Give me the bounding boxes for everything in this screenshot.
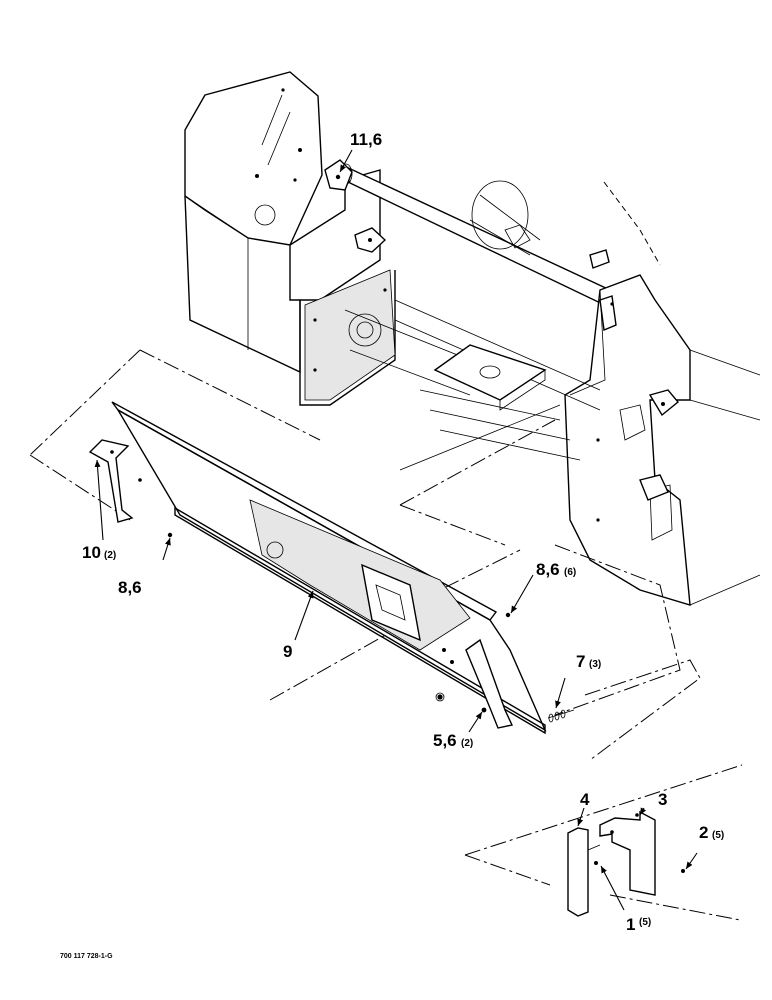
callout-qty: (6)	[564, 567, 576, 578]
machine-frame	[184, 71, 761, 606]
callout-number: 11,6	[350, 130, 382, 149]
callout-11-6: 11,6	[350, 130, 382, 149]
center-frame-block	[289, 169, 381, 301]
callout-number: 8,6	[536, 560, 560, 579]
callout-number: 8,6	[118, 578, 142, 597]
callout-8-6-left: 8,6	[118, 578, 142, 597]
right-mount-bracket	[465, 638, 514, 729]
callout-qty: (5)	[639, 917, 651, 928]
callout-number: 3	[658, 790, 667, 809]
callout-number: 2	[699, 823, 708, 842]
callout-5-6: 5,6 (2)	[433, 731, 473, 750]
lower-mount-plate	[433, 344, 547, 401]
callout-qty: (2)	[104, 550, 116, 561]
figure-reference: 700 117 728-1-G	[60, 953, 113, 960]
left-mount-bracket	[88, 439, 134, 523]
callout-8-6-right: 8,6 (6)	[536, 560, 576, 579]
callout-7: 7 (3)	[576, 652, 601, 671]
callout-9: 9	[283, 642, 292, 661]
shield-inspection-door	[361, 563, 421, 642]
shield-panel	[88, 401, 575, 735]
left-gearbox-housing	[184, 71, 323, 246]
callout-number: 9	[283, 642, 292, 661]
bracket-4	[567, 827, 589, 917]
washer-stack	[547, 709, 575, 723]
right-side-frame	[564, 274, 691, 606]
assembly-planes	[29, 349, 743, 921]
callout-3: 3	[658, 790, 667, 809]
callout-qty: (3)	[589, 659, 601, 670]
callout-10: 10 (2)	[82, 543, 116, 562]
callout-4: 4	[580, 790, 590, 809]
right-latch	[639, 474, 669, 501]
callout-number: 10	[82, 543, 101, 562]
callout-qty: (5)	[712, 830, 724, 841]
callout-number: 7	[576, 652, 585, 671]
callout-number: 5,6	[433, 731, 457, 750]
bracket-assembly	[567, 810, 685, 917]
callout-number: 1	[626, 915, 635, 934]
callout-1: 1 (5)	[626, 915, 651, 934]
callout-number: 4	[580, 790, 590, 809]
callout-qty: (2)	[461, 738, 473, 749]
leader-lines	[94, 149, 698, 911]
callout-2: 2 (5)	[699, 823, 724, 842]
bracket-3	[599, 810, 656, 896]
